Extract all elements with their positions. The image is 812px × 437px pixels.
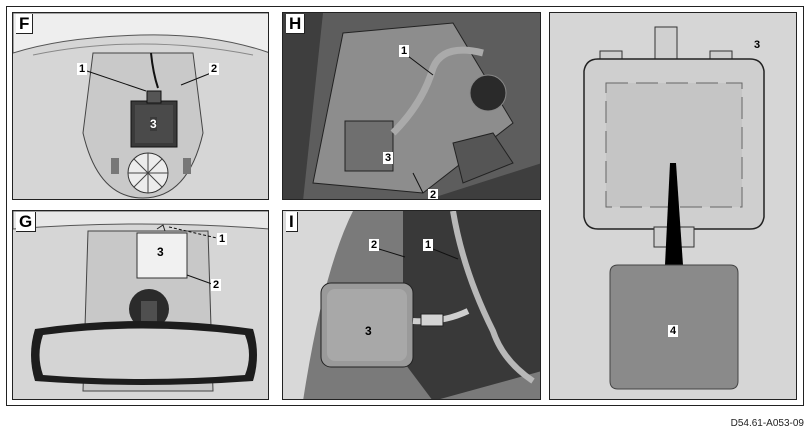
panel-h-callout-3: 3: [383, 152, 394, 164]
panel-i-letter: I: [286, 212, 298, 232]
panel-right-illustration: [583, 26, 765, 390]
panel-f-letter: F: [16, 14, 34, 34]
panel-g-callout-2: 2: [211, 279, 222, 291]
panel-i-callout-2: 2: [369, 239, 380, 251]
panel-h-callout-2: 2: [428, 189, 439, 200]
panel-i-callout-3: 3: [365, 324, 372, 338]
panel-i-illustration: [283, 211, 540, 399]
panel-f-callout-3: 3: [150, 117, 157, 131]
panel-i-callout-1: 1: [423, 239, 434, 251]
panel-right-callout-4: 4: [668, 325, 679, 337]
panel-right: 3 4: [549, 12, 797, 400]
panel-h-letter: H: [286, 14, 306, 34]
panel-h: H 1 2 3: [282, 12, 541, 200]
panel-g-callout-3: 3: [157, 245, 164, 259]
panel-h-callout-1: 1: [399, 45, 410, 57]
panel-f-callout-2: 2: [209, 63, 220, 75]
panel-g-letter: G: [16, 212, 37, 232]
panel-g-illustration: [13, 211, 268, 392]
panel-right-callout-3: 3: [754, 39, 761, 51]
reference-code: D54.61-A053-09: [730, 418, 804, 429]
panel-g: G 1 2 3: [12, 210, 269, 400]
panel-g-callout-1: 1: [217, 233, 228, 245]
figure-frame: F 1 2 3 H 1 2 3: [6, 6, 804, 406]
panel-i: I 1 2 3: [282, 210, 541, 400]
panel-f: F 1 2 3: [12, 12, 269, 200]
panel-h-illustration: [283, 13, 540, 199]
panel-f-callout-1: 1: [77, 63, 88, 75]
panel-f-illustration: [13, 13, 268, 199]
